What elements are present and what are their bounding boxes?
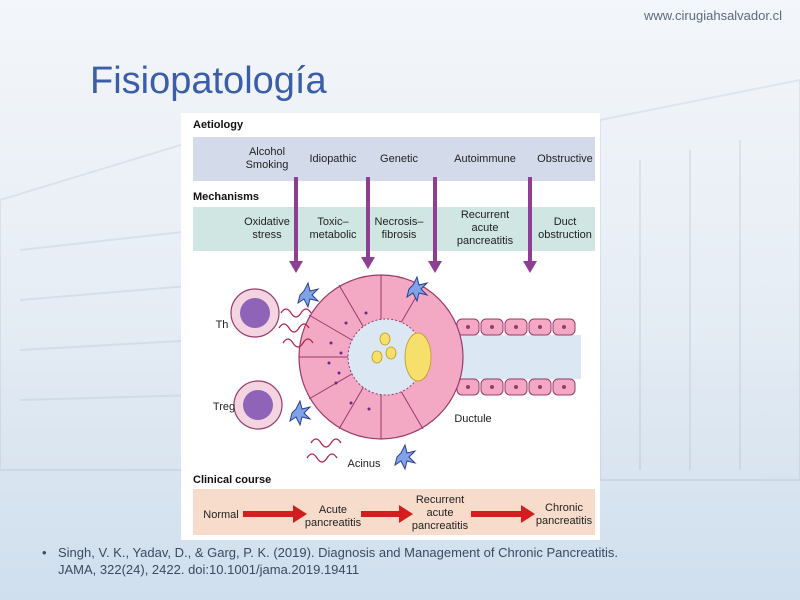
- mechanism-duct: Duct obstruction: [538, 216, 592, 241]
- treg-cell-nucleus: [243, 390, 273, 420]
- arrowhead-genetic: [428, 261, 442, 273]
- aetiology-idiopathic: Idiopathic: [309, 153, 357, 165]
- aetiology-alcohol: Alcohol Smoking: [245, 146, 289, 171]
- reference-citation: • Singh, V. K., Yadav, D., & Garg, P. K.…: [42, 544, 778, 578]
- clinical-arrows: [243, 505, 535, 523]
- arrow-normal-acute: [243, 505, 307, 523]
- treg-label: Treg: [212, 401, 236, 413]
- th-label: Th: [215, 319, 229, 331]
- aetiology-genetic: Genetic: [380, 153, 418, 165]
- bullet-icon: •: [42, 545, 47, 560]
- reference-line-2: JAMA, 322(24), 2422. doi:10.1001/jama.20…: [58, 562, 360, 577]
- stellate-markers: [289, 275, 429, 471]
- aetiology-autoimmune: Autoimmune: [454, 153, 516, 165]
- pathophysiology-illustration: [230, 177, 581, 471]
- site-url: www.cirugiahsalvador.cl: [643, 8, 782, 23]
- mechanism-necrosis: Necrosis– fibrosis: [374, 216, 424, 241]
- acinus: [298, 274, 464, 440]
- arrowhead-alcohol: [289, 261, 303, 273]
- th-cell-nucleus: [240, 298, 270, 328]
- slide-title: Fisiopatología: [90, 60, 327, 102]
- cytokine-squiggles: [278, 308, 342, 463]
- arrow-recurrent-chronic: [471, 505, 535, 523]
- clinical-acute: Acute pancreatitis: [304, 504, 362, 529]
- mechanisms-heading: Mechanisms: [193, 191, 260, 203]
- clinical-normal: Normal: [203, 509, 239, 521]
- mechanism-toxic: Toxic– metabolic: [309, 216, 357, 241]
- aetiology-band: [193, 137, 595, 181]
- arrowhead-obstructive: [523, 261, 537, 273]
- arrow-acute-recurrent: [361, 505, 413, 523]
- clinical-chronic: Chronic pancreatitis: [535, 502, 593, 527]
- arrowhead-idiopathic: [361, 257, 375, 269]
- mechanism-oxidative: Oxidative stress: [244, 216, 290, 241]
- aetiology-heading: Aetiology: [193, 119, 244, 131]
- aetiology-obstructive: Obstructive: [537, 153, 593, 165]
- clinical-recurrent: Recurrent acute pancreatitis: [411, 494, 469, 532]
- pathophysiology-figure: Aetiology Alcohol Smoking Idiopathic Gen…: [181, 113, 600, 540]
- mechanism-recurrent: Recurrent acute pancreatitis: [456, 209, 514, 247]
- reference-line-1: Singh, V. K., Yadav, D., & Garg, P. K. (…: [58, 545, 619, 560]
- ductule-label: Ductule: [454, 413, 492, 425]
- acinus-label: Acinus: [347, 458, 381, 470]
- clinical-heading: Clinical course: [193, 474, 272, 486]
